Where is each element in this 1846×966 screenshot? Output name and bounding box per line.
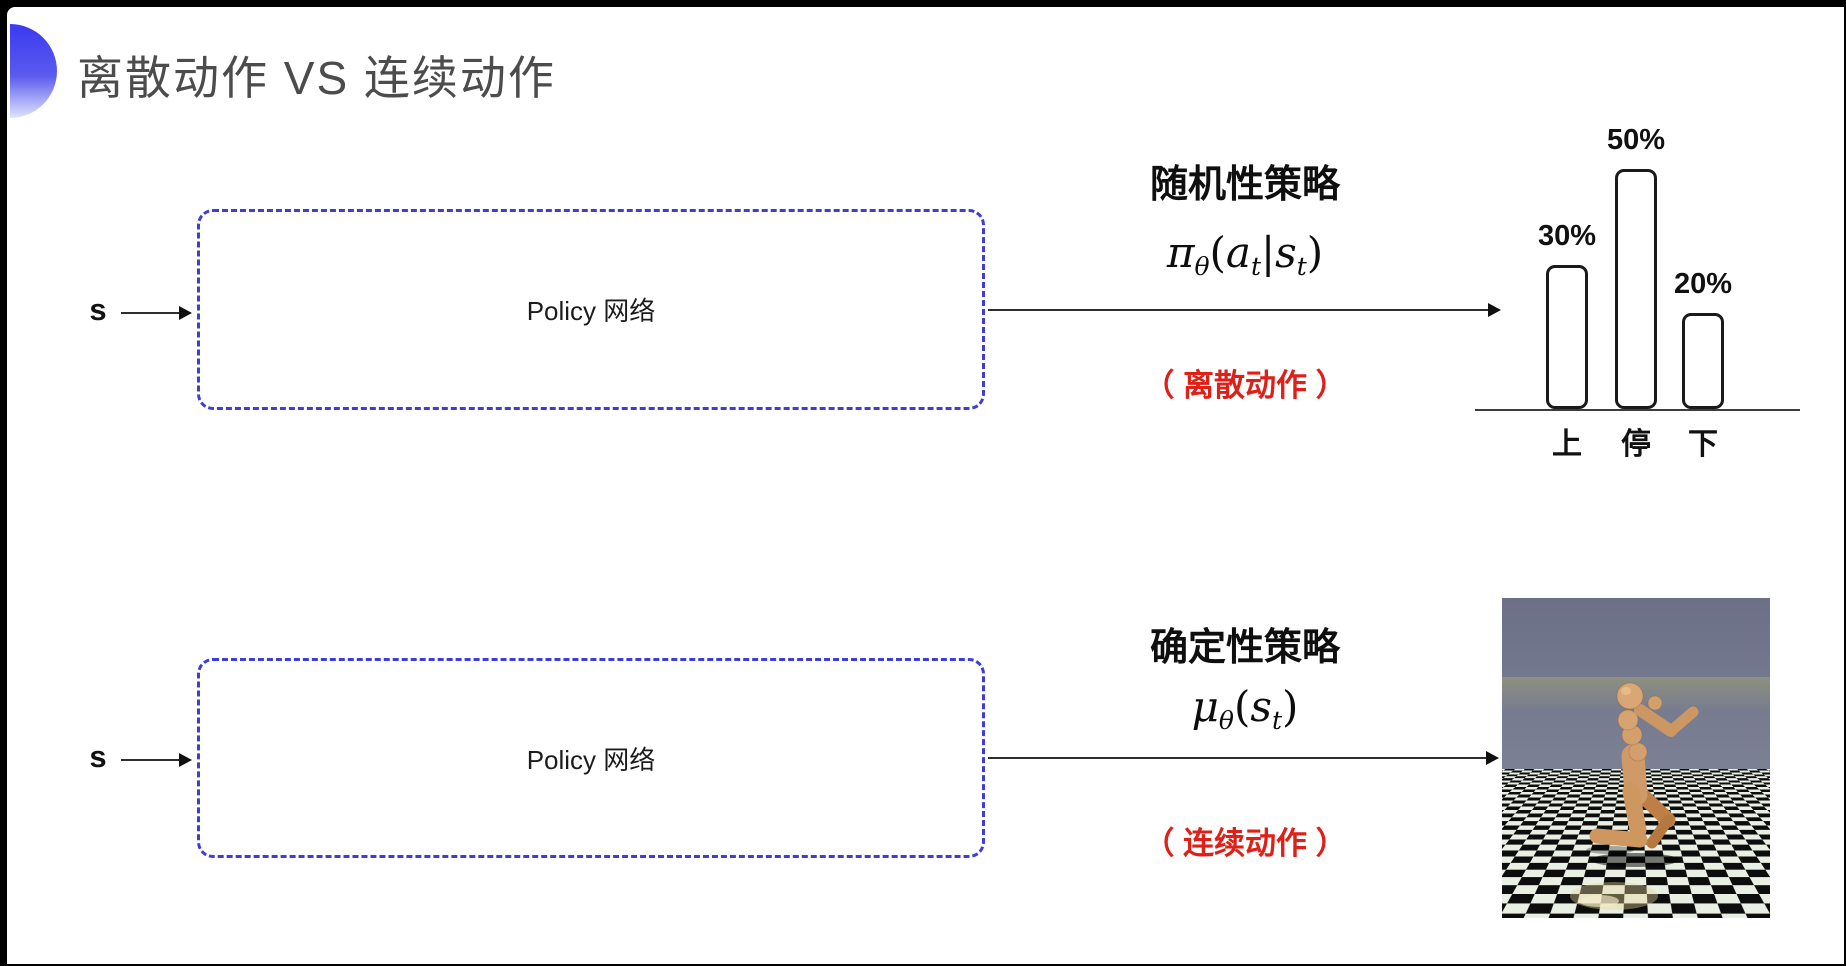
bar-category-label-up: 上 <box>1552 419 1582 463</box>
policy-formula-row2: μθ(st) <box>1050 682 1440 735</box>
bar-up <box>1546 265 1588 409</box>
formula-symbol-sub: θ <box>1194 252 1209 281</box>
formula-arg1-sub: t <box>1272 706 1282 735</box>
formula-separator: | <box>1261 228 1275 277</box>
formula-open-paren: ( <box>1210 228 1226 277</box>
humanoid-simulation-image <box>1502 598 1770 918</box>
arrow-policy-to-simulation <box>988 757 1486 759</box>
formula-symbol: π <box>1167 228 1195 277</box>
policy-formula-row1: πθ(at|st) <box>1050 228 1440 281</box>
bar-category-label-down: 下 <box>1688 419 1718 463</box>
bar-value-label-up: 30% <box>1538 220 1596 253</box>
arrow-policy-to-distribution <box>988 309 1488 311</box>
formula-arg1: a <box>1226 228 1251 277</box>
policy-box-label-row1: Policy 网络 <box>527 291 656 328</box>
action-type-note-row2: （ 连续动作 ） <box>1050 818 1440 863</box>
page-title: 离散动作 VS 连续动作 <box>77 42 556 108</box>
state-input-label-row2: s <box>78 739 118 775</box>
formula-close-paren: ) <box>1282 682 1298 731</box>
policy-type-label-row1: 随机性策略 <box>1050 153 1440 208</box>
formula-close-paren: ) <box>1307 228 1323 277</box>
humanoid-robot-figure <box>1502 598 1770 918</box>
probability-bar-chart: 30% 上 50% 停 20% 下 <box>1475 100 1800 411</box>
arrow-state-to-policy-row2 <box>121 759 179 761</box>
bar-group-up: 30% 上 <box>1546 100 1588 411</box>
bar-group-stay: 50% 停 <box>1615 100 1657 411</box>
formula-arg1: s <box>1250 682 1272 731</box>
formula-arg2: s <box>1275 228 1297 277</box>
bar-value-label-down: 20% <box>1674 268 1732 301</box>
bar-group-down: 20% 下 <box>1682 100 1724 411</box>
formula-arg1-sub: t <box>1251 252 1261 281</box>
bar-stay <box>1615 169 1657 409</box>
bar-value-label-stay: 50% <box>1607 124 1665 157</box>
bar-down <box>1682 313 1724 409</box>
action-type-note-row1: （ 离散动作 ） <box>1050 360 1440 405</box>
chart-baseline <box>1475 409 1800 411</box>
formula-open-paren: ( <box>1234 682 1250 731</box>
title-ornament-icon <box>9 24 57 118</box>
formula-symbol-sub: θ <box>1219 706 1234 735</box>
policy-type-label-row2: 确定性策略 <box>1050 616 1440 671</box>
formula-symbol: μ <box>1192 682 1219 731</box>
policy-network-box-row1: Policy 网络 <box>197 209 985 410</box>
policy-box-label-row2: Policy 网络 <box>527 740 656 777</box>
formula-arg2-sub: t <box>1297 252 1307 281</box>
policy-network-box-row2: Policy 网络 <box>197 658 985 858</box>
state-input-label-row1: s <box>78 292 118 328</box>
arrow-state-to-policy-row1 <box>121 312 179 314</box>
bar-category-label-stay: 停 <box>1621 419 1651 463</box>
